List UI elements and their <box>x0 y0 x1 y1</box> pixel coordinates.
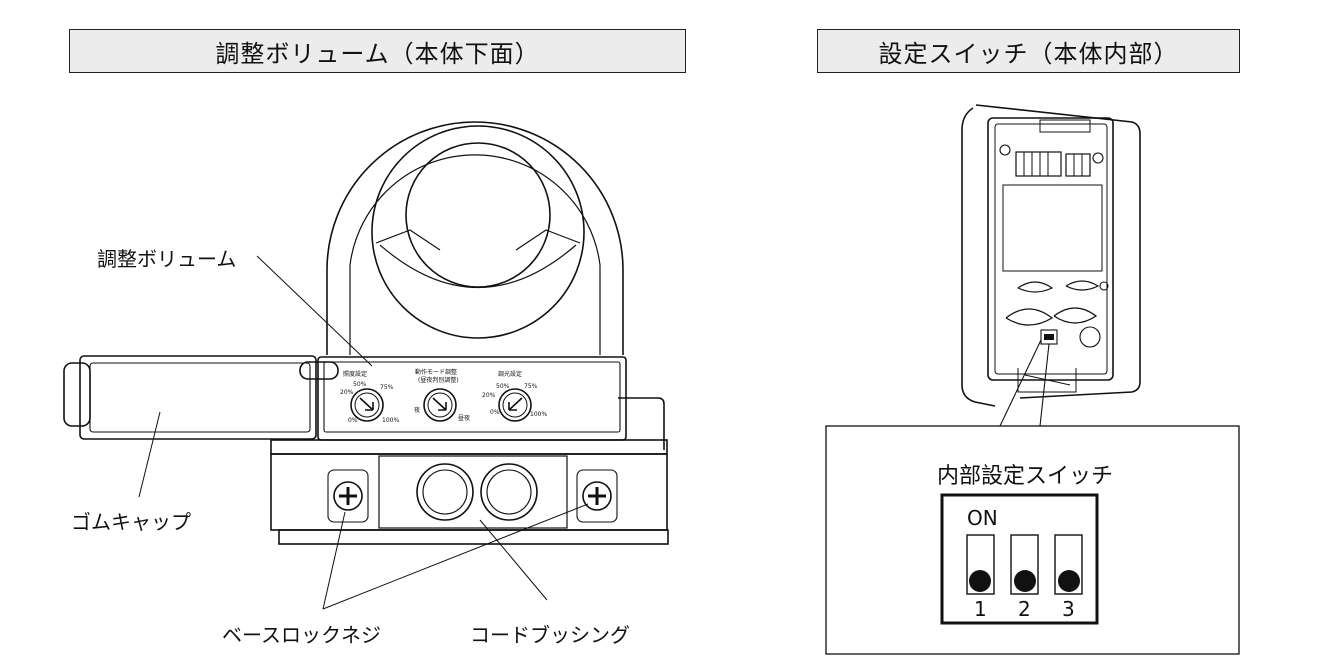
detail-box <box>825 425 1240 655</box>
dial-dimming <box>498 388 532 422</box>
dial2-title: 動作モード調整 <box>415 368 457 376</box>
dial-mode <box>423 388 457 422</box>
dial3-title: 調光設定 <box>498 370 522 378</box>
svg-text:昼夜: 昼夜 <box>458 414 470 422</box>
label-base-lock-screw: ベースロックネジ <box>222 623 381 647</box>
label-cord-bushing: コードブッシング <box>470 623 630 647</box>
dial-illuminance <box>350 388 384 422</box>
dial-panel <box>317 356 627 441</box>
device-interior <box>961 104 1141 407</box>
leader-lines-left <box>138 255 589 610</box>
svg-text:0%: 0% <box>490 409 500 416</box>
right-panel-title: 設定スイッチ（本体内部） <box>817 29 1240 73</box>
right-panel-title-text: 設定スイッチ（本体内部） <box>878 39 1179 68</box>
svg-text:20%: 20% <box>340 389 354 396</box>
base-block <box>270 397 669 545</box>
label-rubber-cap: ゴムキャップ <box>71 510 191 534</box>
left-panel-title-text: 調整ボリューム（本体下面） <box>215 39 540 68</box>
switch-number-1: 1 <box>974 597 987 621</box>
label-internal-switch: 内部設定スイッチ <box>937 464 1114 489</box>
sensor-head <box>326 121 624 355</box>
svg-text:75%: 75% <box>380 384 394 391</box>
screw-right <box>582 481 612 511</box>
dial1-title: 照度設定 <box>343 370 367 378</box>
dip-switch-frame <box>940 493 1099 625</box>
switch-number-3: 3 <box>1062 597 1075 621</box>
left-panel-title: 調整ボリューム（本体下面） <box>69 29 686 73</box>
rubber-cap <box>63 355 339 440</box>
screw-left <box>333 481 363 511</box>
svg-text:20%: 20% <box>482 392 496 399</box>
leader-lines-right <box>999 339 1050 427</box>
svg-text:0%: 0% <box>348 417 358 424</box>
svg-text:(昼夜判別調整): (昼夜判別調整) <box>418 376 459 384</box>
switch-number-2: 2 <box>1018 597 1031 621</box>
svg-text:50%: 50% <box>496 383 510 390</box>
cord-bushings <box>416 463 538 521</box>
svg-text:100%: 100% <box>382 417 399 424</box>
svg-text:100%: 100% <box>530 411 547 418</box>
label-adjust-volume: 調整ボリューム <box>97 247 237 271</box>
dip-switches <box>966 534 1083 595</box>
svg-text:75%: 75% <box>524 383 538 390</box>
dial-labels: 照度設定 20% 50% 75% 0% 100% 動作モード調整 (昼夜判別調整… <box>340 368 547 424</box>
svg-text:夜: 夜 <box>414 406 420 414</box>
svg-text:50%: 50% <box>353 381 367 388</box>
label-on: ON <box>967 506 998 530</box>
